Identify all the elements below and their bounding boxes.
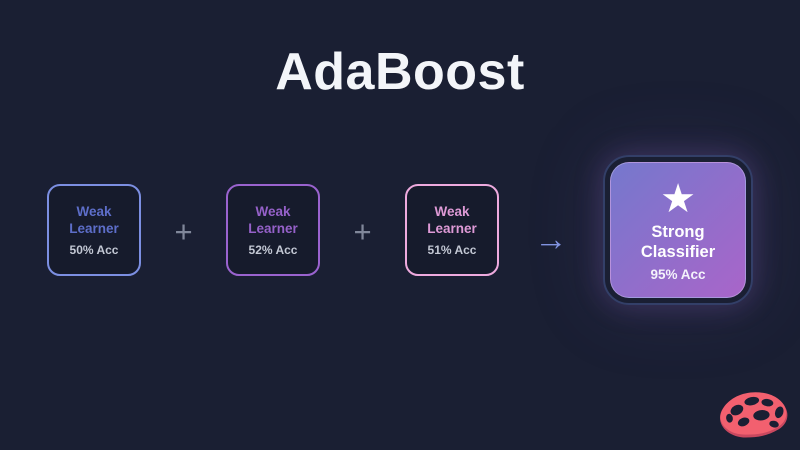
strong-classifier-title: Strong Classifier (640, 222, 716, 261)
strong-classifier-accuracy: 95% Acc (650, 266, 706, 282)
star-icon: ★ (660, 176, 696, 221)
weak-learner-title: Weak Learner (69, 204, 119, 236)
plus-operator-icon: + (353, 213, 372, 249)
page-title: AdaBoost (275, 43, 525, 101)
strong-classifier-inner: ★ Strong Classifier 95% Acc (610, 162, 746, 298)
diagram-row: Weak Learner 50% Acc + Weak Learner 52% … (0, 155, 800, 305)
weak-learner-title: Weak Learner (427, 204, 477, 236)
weak-learner-accuracy: 50% Acc (69, 243, 119, 257)
weak-learner-card-2: Weak Learner 52% Acc (226, 184, 320, 276)
weak-learner-card-3: Weak Learner 51% Acc (405, 184, 499, 276)
weak-learner-card-1: Weak Learner 50% Acc (47, 184, 141, 276)
weak-learner-title: Weak Learner (248, 204, 298, 236)
arrow-right-icon: → (534, 219, 568, 257)
brain-logo-icon (719, 392, 788, 438)
weak-learner-accuracy: 51% Acc (427, 243, 477, 257)
plus-operator-icon: + (174, 213, 193, 249)
strong-classifier-card: ★ Strong Classifier 95% Acc (603, 155, 753, 305)
weak-learner-accuracy: 52% Acc (248, 243, 298, 257)
